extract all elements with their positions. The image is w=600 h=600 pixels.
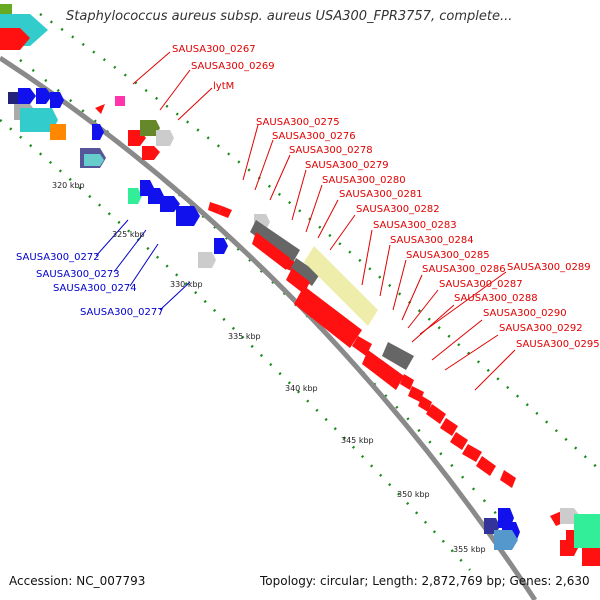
gene-label[interactable]: SAUSA300_0281 [339,189,423,200]
gene-label[interactable]: SAUSA300_0267 [172,44,256,55]
gene-features [0,4,600,566]
gene-label[interactable]: SAUSA300_0295 [516,339,600,350]
gene-label[interactable]: SAUSA300_0284 [390,235,474,246]
gene-label[interactable]: lytM [213,81,234,92]
gene-label[interactable]: SAUSA300_0275 [256,117,340,128]
genome-title: Staphylococcus aureus subsp. aureus USA3… [66,9,513,24]
gene-label[interactable]: SAUSA300_0276 [272,131,356,142]
gene-label[interactable]: SAUSA300_0282 [356,204,440,215]
gene-label[interactable]: SAUSA300_0283 [373,220,457,231]
leader-lines [132,51,516,391]
gene-label[interactable]: SAUSA300_0292 [499,323,583,334]
gene-label[interactable]: SAUSA300_0273 [36,269,120,280]
forward-gene-labels: SAUSA300_0267 SAUSA300_0269 lytM SAUSA30… [172,44,600,350]
kbp-label: 320 kbp [52,181,85,190]
gene-label[interactable]: SAUSA300_0286 [422,264,506,275]
gene-label[interactable]: SAUSA300_0290 [483,308,567,319]
kbp-label: 325 kbp [112,230,145,239]
kbp-label: 330 kbp [170,280,203,289]
gene-label[interactable]: SAUSA300_0280 [322,175,406,186]
gene-label[interactable]: SAUSA300_0278 [289,145,373,156]
kbp-label: 355 kbp [453,545,486,554]
reverse-leader-lines [95,219,191,311]
gene-label[interactable]: SAUSA300_0288 [454,293,538,304]
tick-track-outer [39,12,600,471]
gene-label[interactable]: SAUSA300_0279 [305,160,389,171]
kbp-label: 335 kbp [228,332,261,341]
accession-text: Accession: NC_007793 [9,574,146,588]
kbp-label: 345 kbp [341,436,374,445]
reverse-gene-labels: SAUSA300_0272 SAUSA300_0273 SAUSA300_027… [16,252,164,318]
gene-label[interactable]: SAUSA300_0287 [439,279,523,290]
gene-label[interactable]: SAUSA300_0277 [80,307,164,318]
gene-label[interactable]: SAUSA300_0274 [53,283,137,294]
gene-label[interactable]: SAUSA300_0285 [406,250,490,261]
kbp-label: 350 kbp [397,490,430,499]
genome-backbone [0,55,538,600]
gene-label[interactable]: SAUSA300_0289 [507,262,591,273]
gene-label[interactable]: SAUSA300_0269 [191,61,275,72]
kbp-labels: 320 kbp 325 kbp 330 kbp 335 kbp 340 kbp … [52,181,486,554]
kbp-label: 340 kbp [285,384,318,393]
genome-summary: Topology: circular; Length: 2,872,769 bp… [260,574,590,588]
gene-label[interactable]: SAUSA300_0272 [16,252,100,263]
